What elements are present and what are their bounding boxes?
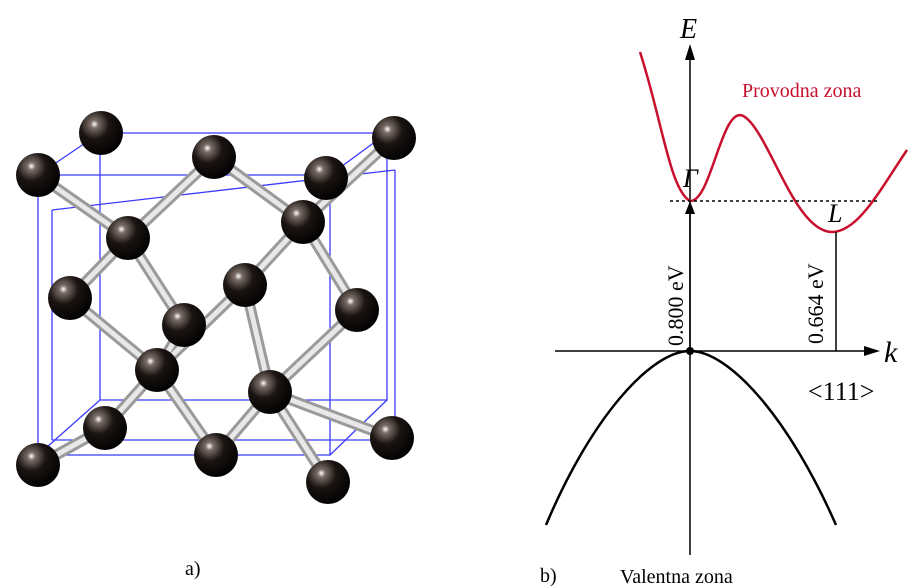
l-point-label: L [827, 199, 842, 228]
atom [192, 135, 236, 179]
atom [162, 303, 206, 347]
conduction-band-label: Provodna zona [742, 80, 862, 102]
atom [83, 406, 127, 450]
atom [106, 216, 150, 260]
direct-gap-arrowhead-icon [685, 201, 695, 214]
atom [223, 263, 267, 307]
panel-b-label: b) [540, 565, 557, 587]
valence-band-label: Valentna zona [620, 566, 733, 588]
momentum-axis-label: k [884, 336, 898, 369]
valence-band-maximum [686, 347, 694, 355]
gamma-point-label: Γ [682, 164, 699, 193]
energy-axis-arrow-icon [685, 44, 695, 60]
atom [306, 460, 350, 504]
conduction-band-curve [638, 51, 909, 234]
panel-a-label: a) [185, 558, 201, 580]
band-diagram: E k <111> Provodna zona Valentna zona Γ … [544, 14, 909, 588]
energy-axis-label: E [679, 14, 697, 45]
crystal-structure [16, 111, 416, 504]
direct-gap-label: 0.800 eV [663, 265, 688, 346]
atom [194, 433, 238, 477]
valence-band-curve [544, 349, 838, 526]
atom [79, 111, 123, 155]
atom [304, 156, 348, 200]
atoms [16, 111, 416, 504]
momentum-axis-arrow-icon [864, 346, 880, 356]
atom [335, 288, 379, 332]
indirect-gap-label: 0.664 eV [803, 263, 828, 344]
atom [370, 416, 414, 460]
atom [248, 370, 292, 414]
atom [16, 443, 60, 487]
atom [16, 153, 60, 197]
atom [48, 276, 92, 320]
direction-label: <111> [808, 377, 874, 406]
atom [281, 200, 325, 244]
atom [135, 348, 179, 392]
atom [372, 116, 416, 160]
